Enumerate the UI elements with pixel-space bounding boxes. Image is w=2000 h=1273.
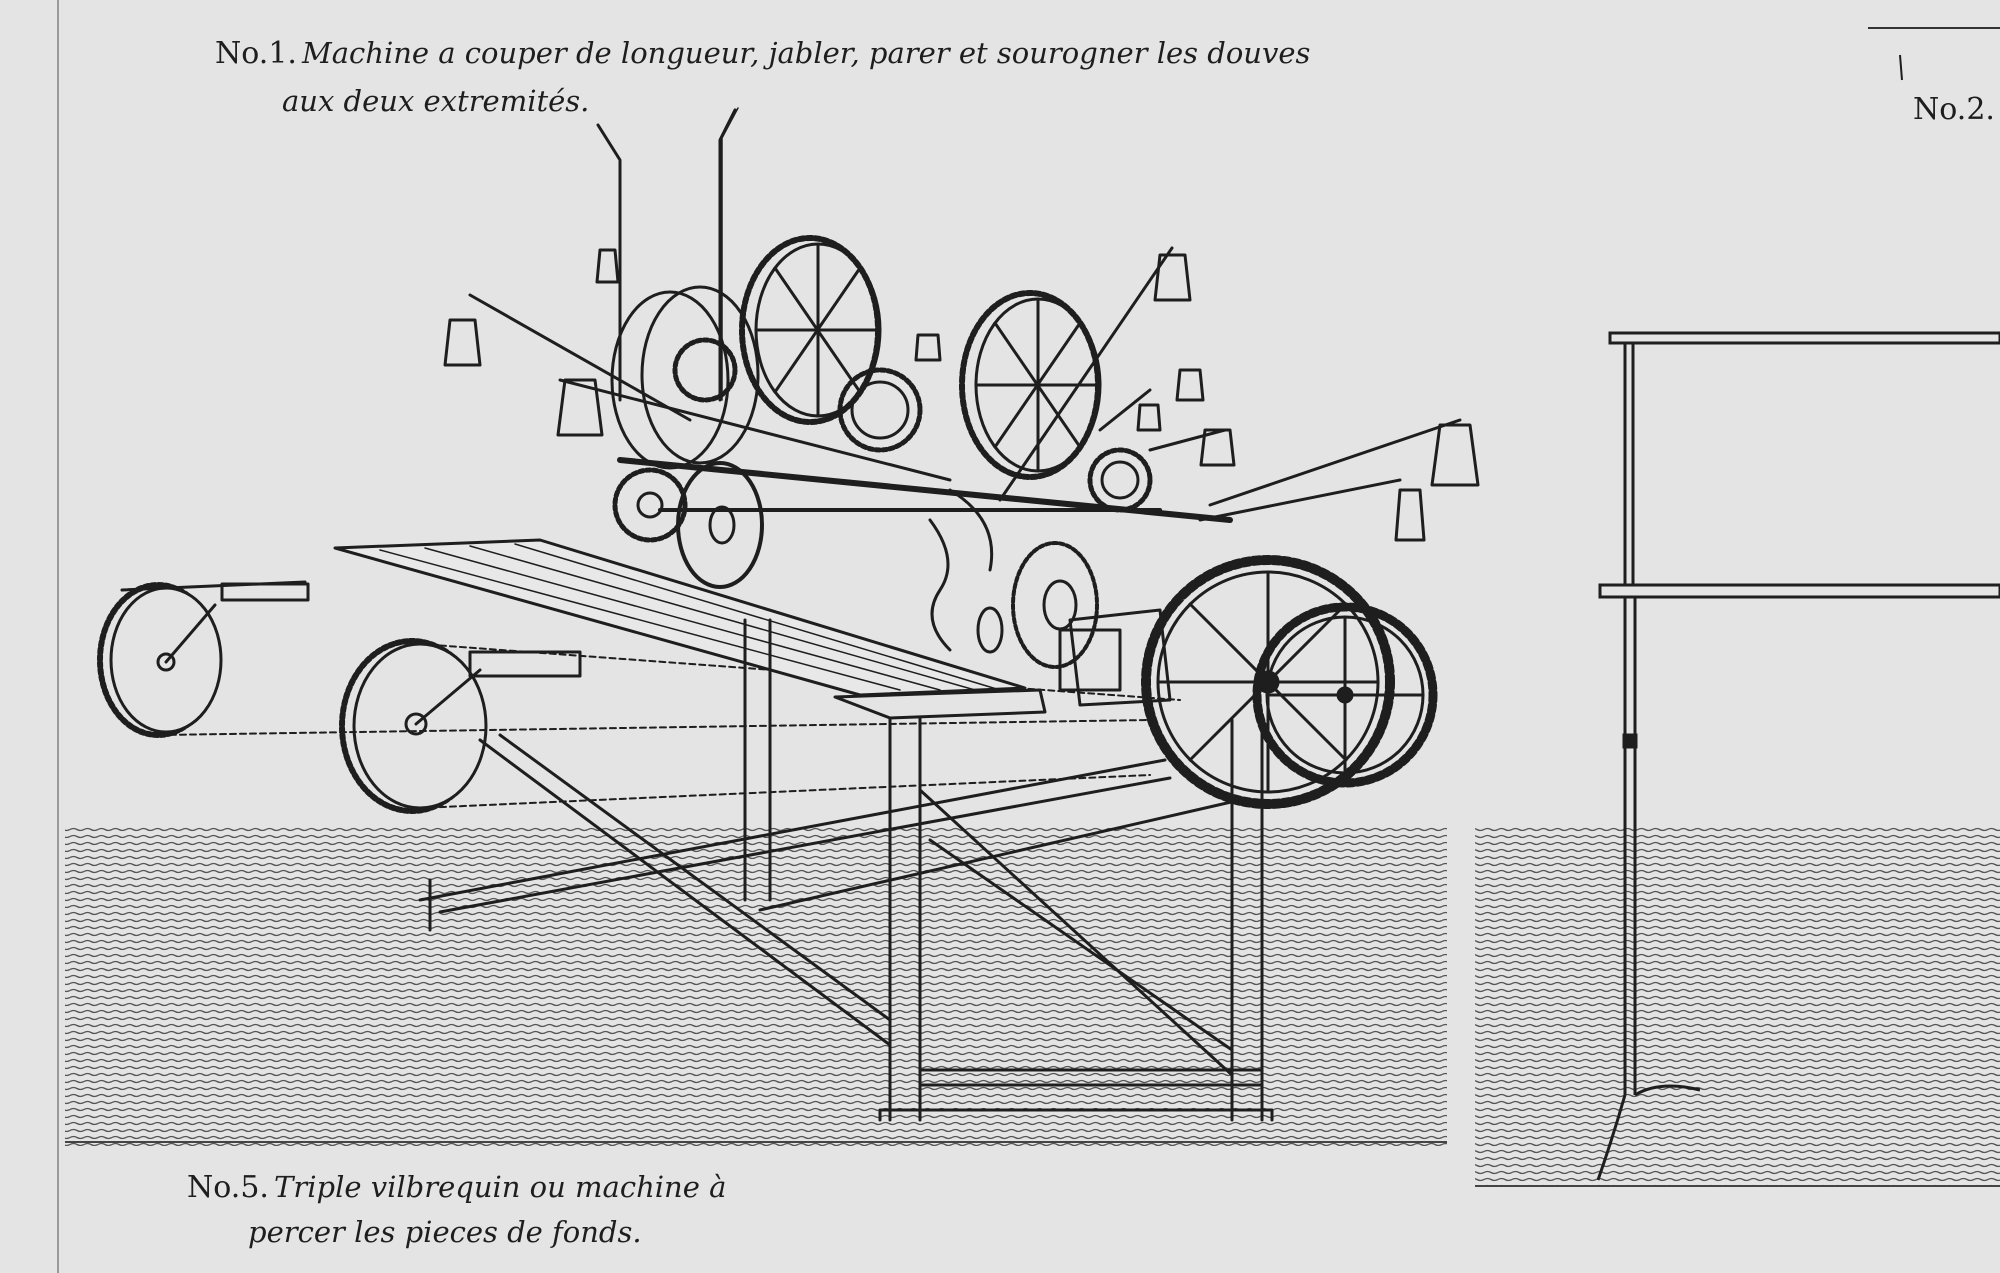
engraving-machine-illustration bbox=[97, 107, 1480, 1122]
ground-hatching-left bbox=[65, 826, 1447, 1146]
fig5-caption-line1: No.5. Triple vilbrequin ou machine à bbox=[187, 1170, 726, 1205]
fig5-title-line2: percer les pieces de fonds. bbox=[248, 1215, 642, 1249]
ground-hatching-right bbox=[1475, 826, 2000, 1186]
fig1-title-line2: aux deux extremités. bbox=[282, 84, 590, 118]
fig1-title: Machine a couper de longueur, jabler, pa… bbox=[302, 36, 1311, 70]
fig1-caption-line2: aux deux extremités. bbox=[282, 84, 589, 118]
fig1-caption-line1: No.1. Machine a couper de longueur, jabl… bbox=[215, 36, 1310, 71]
fig5-title: Triple vilbrequin ou machine à bbox=[274, 1170, 727, 1204]
post-frame-illustration bbox=[1596, 54, 2000, 1181]
fig5-number: No.5. bbox=[187, 1170, 269, 1205]
fig2-caption: No.2. bbox=[1913, 92, 1995, 127]
fig5-caption-line2: percer les pieces de fonds. bbox=[248, 1215, 642, 1249]
fig1-number: No.1. bbox=[215, 36, 297, 71]
fig2-number: No.2. bbox=[1913, 92, 1995, 127]
